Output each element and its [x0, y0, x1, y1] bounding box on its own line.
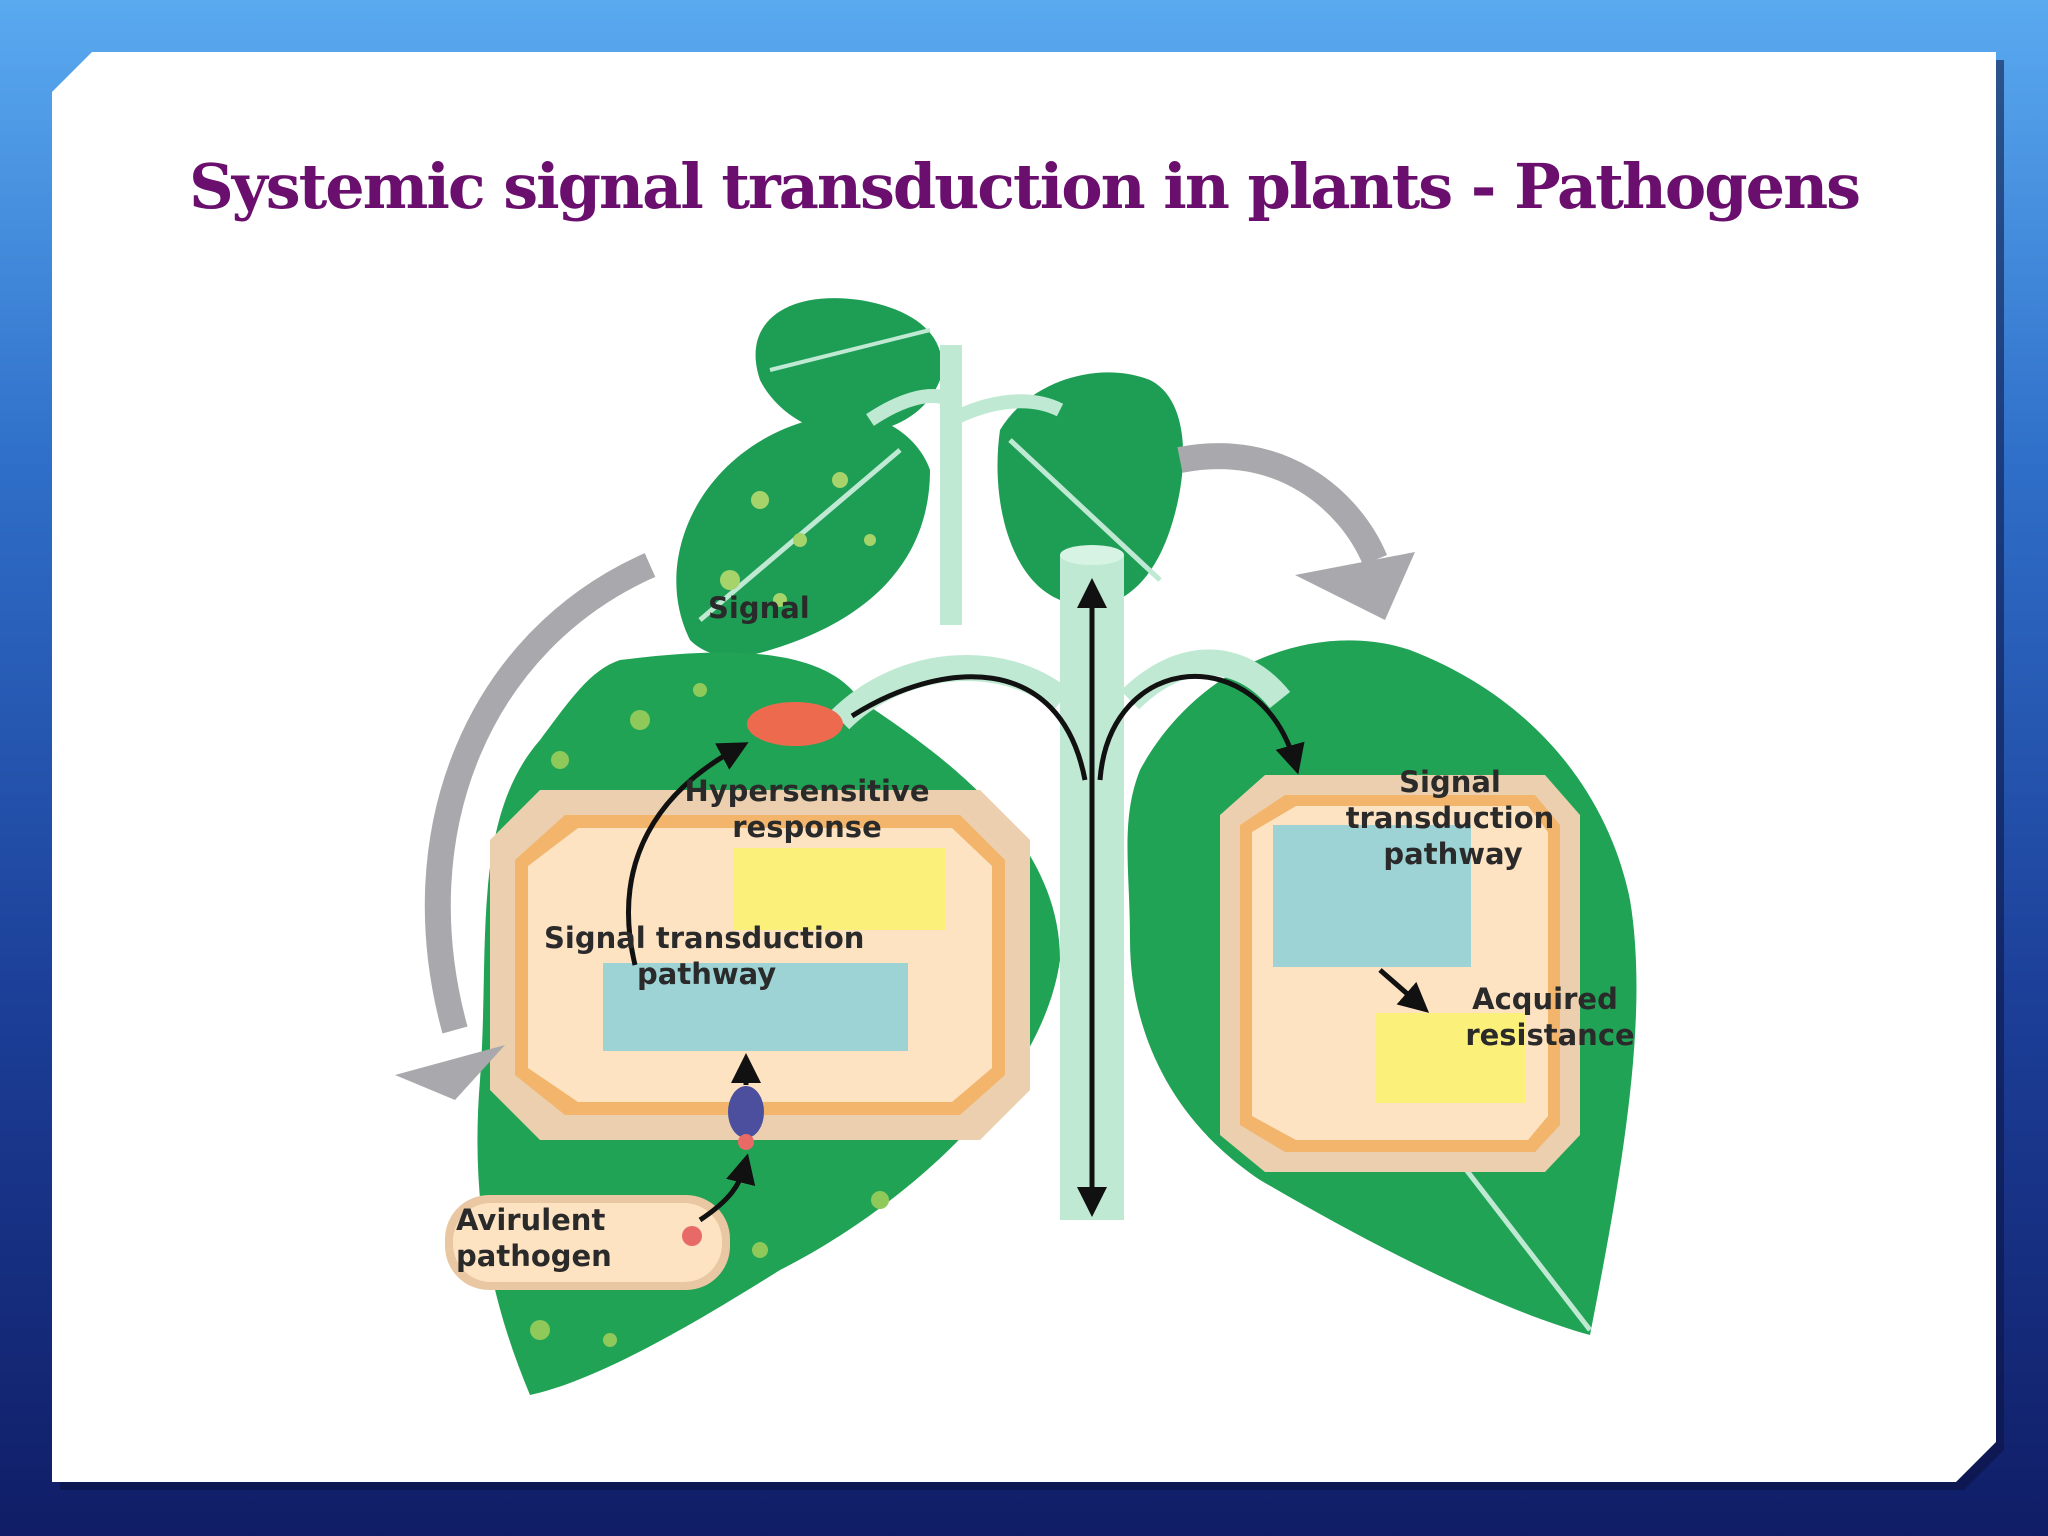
label-hypersensitive-2: response — [732, 810, 882, 844]
label-right-pathway-1: Signal — [1399, 765, 1501, 799]
right-blue-box — [1273, 825, 1471, 967]
signal-arrows — [626, 578, 1430, 1223]
right-yellow-box — [1375, 1013, 1525, 1103]
label-left-pathway-1: Signal transduction — [544, 921, 864, 955]
label-left-pathway-2: pathway — [637, 957, 776, 991]
hr-spot — [747, 702, 843, 746]
top-leaf-right — [997, 372, 1184, 607]
left-cell — [490, 790, 1030, 1140]
top-leaf-left — [676, 414, 930, 657]
label-acquired-1: Acquired — [1472, 982, 1618, 1016]
slide — [52, 52, 1996, 1482]
right-cell — [1220, 775, 1580, 1172]
label-hypersensitive-1: Hypersensitive — [684, 774, 929, 808]
label-right-pathway-3: pathway — [1383, 837, 1522, 871]
top-leaf-center — [755, 298, 942, 434]
label-signal: Signal — [708, 591, 810, 625]
label-right-pathway-2: transduction — [1346, 801, 1555, 835]
label-acquired-2: resistance — [1465, 1018, 1634, 1052]
upper-stem — [940, 345, 962, 625]
gray-arrow-left — [424, 553, 656, 1034]
left-yellow-box — [733, 848, 945, 930]
label-pathogen-1: Avirulent — [456, 1203, 605, 1237]
left-blue-box — [603, 963, 908, 1051]
label-pathogen-2: pathogen — [456, 1239, 612, 1273]
receptor — [728, 1086, 764, 1150]
pathogen-capsule — [445, 1195, 730, 1290]
slide-title: Systemic signal transduction in plants -… — [188, 150, 1861, 223]
gray-arrow-right — [1177, 443, 1387, 566]
